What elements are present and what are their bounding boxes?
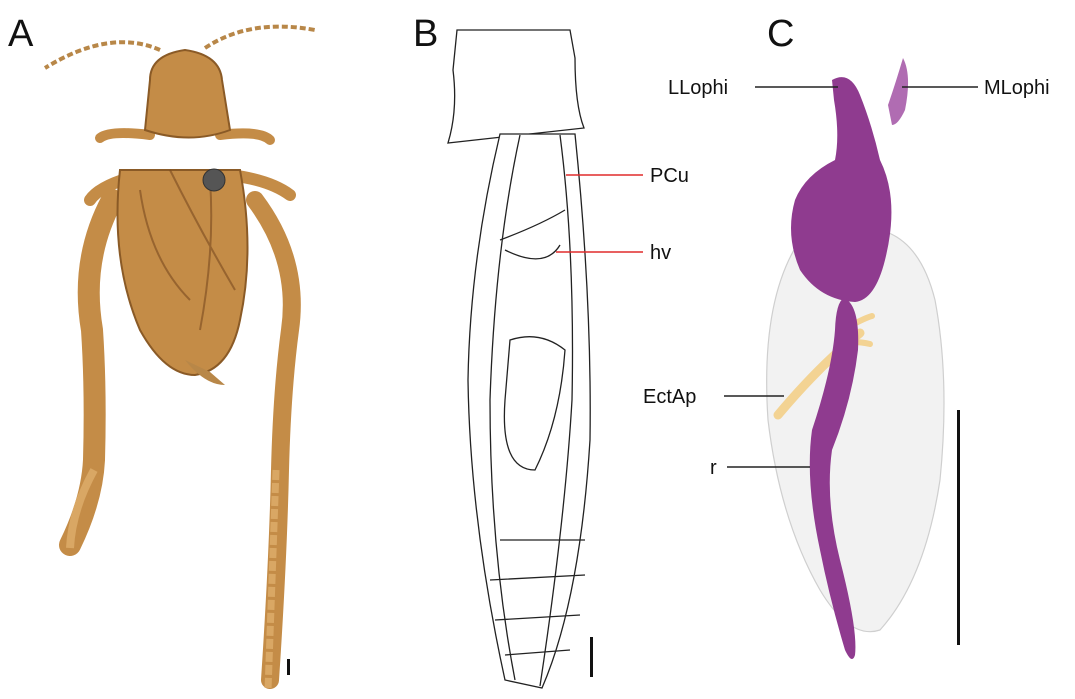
- specimen-wings: [118, 170, 248, 375]
- pin-hole: [203, 169, 225, 191]
- left-hind-leg: [70, 200, 112, 545]
- panel-c-letter: C: [767, 13, 794, 55]
- hv-label: hv: [650, 242, 671, 264]
- lateral-lophi-and-phallus: [791, 77, 891, 302]
- r-label: r: [710, 457, 717, 479]
- llophi-label: LLophi: [668, 77, 728, 99]
- scale-bar-b: [590, 637, 593, 677]
- panel-a: A: [8, 13, 315, 690]
- pcu-label: PCu: [650, 165, 689, 187]
- scale-bar-a: [287, 659, 290, 675]
- left-antenna: [45, 42, 160, 68]
- median-lophi: [888, 58, 908, 125]
- panel-a-letter: A: [8, 13, 34, 55]
- panel-c: C LLophi MLophi EctAp r: [643, 13, 1050, 659]
- specimen-photo: [45, 27, 315, 690]
- panel-b: B PCu hv: [413, 13, 689, 688]
- mlophi-label: MLophi: [984, 77, 1050, 99]
- specimen-pronotum: [145, 50, 230, 138]
- panel-b-letter: B: [413, 13, 438, 55]
- right-front-leg: [220, 133, 270, 140]
- left-front-leg: [100, 133, 150, 138]
- pronotum-outline: [448, 30, 584, 143]
- scale-bar-c: [957, 410, 960, 645]
- tegmen-drawing: [448, 30, 590, 688]
- ectap-label: EctAp: [643, 386, 696, 408]
- right-antenna: [205, 27, 315, 48]
